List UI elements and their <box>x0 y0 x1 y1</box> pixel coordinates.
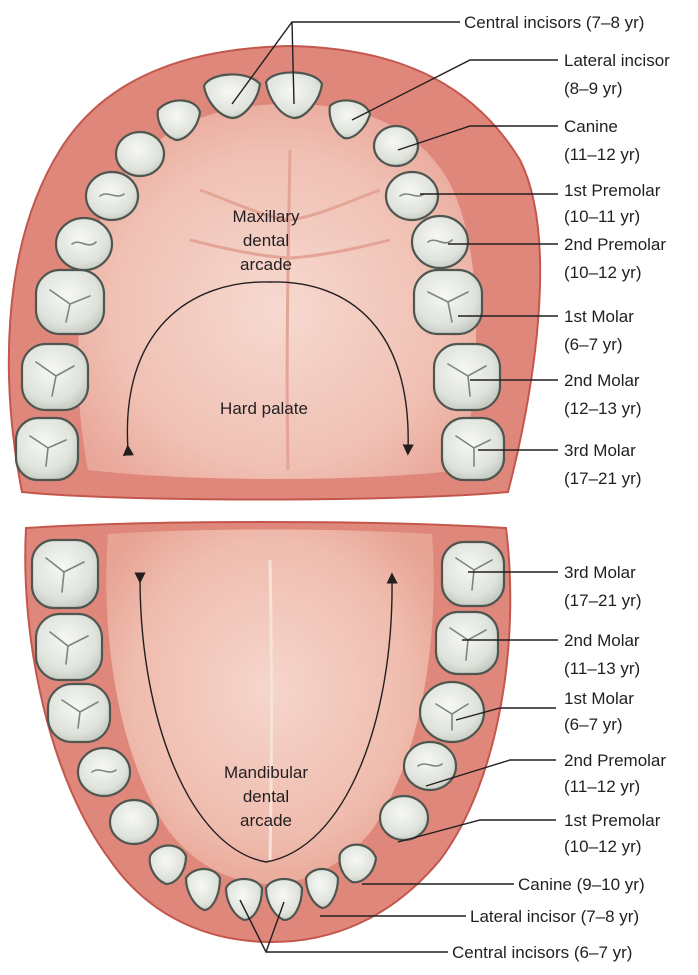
upper-molar-3-right <box>442 418 504 480</box>
maxillary-label-line-2: dental <box>243 231 289 250</box>
lower-molar-3-left <box>32 540 98 608</box>
upper-molar-2-right <box>434 344 500 410</box>
label-lower-canine: Canine (9–10 yr) <box>518 875 645 894</box>
label-upper-molar-3-age: (17–21 yr) <box>564 469 641 488</box>
label-upper-lateral-incisor-age: (8–9 yr) <box>564 79 623 98</box>
label-lower-molar-2-age: (11–13 yr) <box>564 659 640 678</box>
hard-palate-label: Hard palate <box>220 399 308 418</box>
label-upper-premolar-1-age: (10–11 yr) <box>564 207 640 226</box>
mandibular-label-line-2: dental <box>243 787 289 806</box>
lower-molar-1-left <box>48 684 110 742</box>
label-lower-molar-1-age: (6–7 yr) <box>564 715 623 734</box>
label-upper-molar-3-name: 3rd Molar <box>564 441 636 460</box>
label-upper-premolar-2-name: 2nd Premolar <box>564 235 666 254</box>
label-lower-lateral-incisor: Lateral incisor (7–8 yr) <box>470 907 639 926</box>
lower-premolar-1-right <box>380 796 428 840</box>
label-lower-premolar-1-name: 1st Premolar <box>564 811 661 830</box>
label-upper-molar-2-age: (12–13 yr) <box>564 399 641 418</box>
label-lower-molar-2-name: 2nd Molar <box>564 631 640 650</box>
lower-premolar-2-left <box>78 748 130 796</box>
label-upper-lateral-incisor-name: Lateral incisor <box>564 51 670 70</box>
upper-molar-3-left <box>16 418 78 480</box>
label-lower-premolar-2-name: 2nd Premolar <box>564 751 666 770</box>
label-lower-molar-1-name: 1st Molar <box>564 689 634 708</box>
lower-premolar-1-left <box>110 800 158 844</box>
label-upper-central-incisors: Central incisors (7–8 yr) <box>464 13 644 32</box>
maxillary-label-line-3: arcade <box>240 255 292 274</box>
mandibular-label-line-3: arcade <box>240 811 292 830</box>
label-upper-premolar-1-name: 1st Premolar <box>564 181 661 200</box>
label-upper-molar-1-age: (6–7 yr) <box>564 335 623 354</box>
label-lower-premolar-2-age: (11–12 yr) <box>564 777 640 796</box>
upper-canine-left <box>116 132 164 176</box>
mandibular-arch <box>25 522 510 942</box>
label-upper-premolar-2-age: (10–12 yr) <box>564 263 641 282</box>
label-lower-molar-3-name: 3rd Molar <box>564 563 636 582</box>
upper-premolar-1-right <box>386 172 438 220</box>
lower-premolar-2-right <box>404 742 456 790</box>
upper-premolar-1-left <box>86 172 138 220</box>
label-upper-molar-1-name: 1st Molar <box>564 307 634 326</box>
label-lower-central-incisors: Central incisors (6–7 yr) <box>452 943 632 962</box>
upper-molar-1-left <box>36 270 104 334</box>
lower-molar-2-left <box>36 614 102 680</box>
label-upper-canine-age: (11–12 yr) <box>564 145 640 164</box>
maxillary-label-line-1: Maxillary <box>232 207 300 226</box>
label-lower-premolar-1-age: (10–12 yr) <box>564 837 641 856</box>
mandibular-label-line-1: Mandibular <box>224 763 308 782</box>
label-lower-molar-3-age: (17–21 yr) <box>564 591 641 610</box>
label-upper-molar-2-name: 2nd Molar <box>564 371 640 390</box>
label-upper-canine-name: Canine <box>564 117 618 136</box>
lower-molar-1-right <box>420 682 484 742</box>
